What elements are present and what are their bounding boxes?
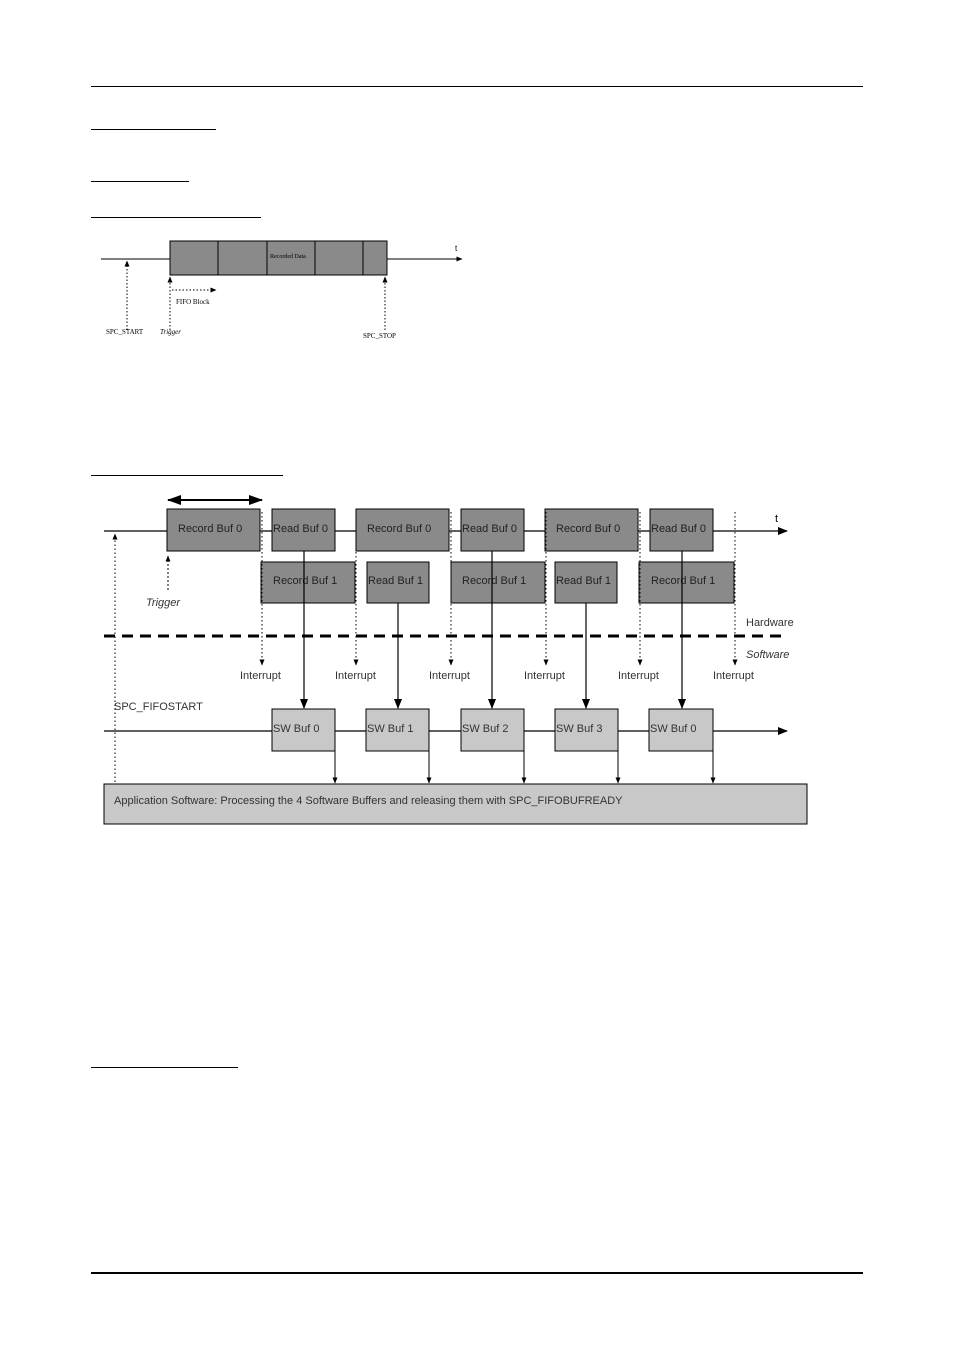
header-rule [91, 86, 863, 87]
sw-buf-0-box [271, 708, 336, 752]
record-buf-0-label-2: Record Buf 0 [367, 523, 431, 535]
fifo-block-label: FIFO Block [176, 298, 210, 306]
read-buf-1-label-2: Read Buf 1 [556, 575, 611, 587]
fifostart-label: SPC_FIFOSTART [114, 701, 203, 713]
record-buf-1-label-3: Record Buf 1 [651, 575, 715, 587]
sw-buf-2-label: SW Buf 2 [462, 723, 508, 735]
read-buf-0-label-2: Read Buf 0 [462, 523, 517, 535]
hardware-label: Hardware [746, 617, 794, 629]
record-buf-0-label: Record Buf 0 [178, 523, 242, 535]
sw-buf-1-box [365, 708, 430, 752]
recorded-data-box [169, 240, 388, 276]
sw-buf-0-label-2: SW Buf 0 [650, 723, 696, 735]
record-buf-1-label-1: Record Buf 1 [273, 575, 337, 587]
record-buf-0-box [166, 508, 261, 552]
application-software-box [103, 783, 808, 825]
small-axis-label: t [455, 244, 458, 253]
read-buf-0-box-2 [460, 508, 525, 552]
interrupt-label-1: Interrupt [240, 670, 281, 682]
fifo-mode-diagram: t Record Buf 0 Read Buf 0 Record Buf 0 R… [103, 495, 808, 825]
sw-buf-0-label: SW Buf 0 [273, 723, 319, 735]
interrupt-label-3: Interrupt [429, 670, 470, 682]
record-buf-1-box-3 [638, 561, 735, 604]
record-buf-0-box-3 [544, 508, 639, 552]
sw-buf-3-box [554, 708, 619, 752]
heading-underline-5 [91, 1067, 238, 1068]
heading-underline-4 [91, 475, 283, 476]
heading-underline-2 [91, 181, 189, 182]
record-buf-0-label-3: Record Buf 0 [556, 523, 620, 535]
sw-buf-3-label: SW Buf 3 [556, 723, 602, 735]
software-label: Software [746, 649, 789, 661]
trigger-label-small: Trigger [160, 328, 181, 336]
record-buf-1-label-2: Record Buf 1 [462, 575, 526, 587]
heading-underline-3 [91, 217, 261, 218]
read-buf-0-label-3: Read Buf 0 [651, 523, 706, 535]
application-software-label: Application Software: Processing the 4 S… [114, 795, 623, 807]
interrupt-label-2: Interrupt [335, 670, 376, 682]
spc-stop-label: SPC_STOP [363, 332, 396, 340]
trigger-label-fifo: Trigger [146, 597, 181, 609]
heading-underline-1 [91, 129, 216, 130]
read-buf-1-box-2 [554, 561, 618, 604]
recorded-data-label: Recorded Data [270, 254, 306, 260]
sw-buf-0-box-2 [648, 708, 714, 752]
record-buf-1-box-2 [450, 561, 546, 604]
interrupt-label-5: Interrupt [618, 670, 659, 682]
read-buf-0-label-1: Read Buf 0 [273, 523, 328, 535]
standard-mode-diagram: t Recorded Data SPC_START Trigger FIFO B… [101, 240, 463, 340]
record-buf-1-box-1 [260, 561, 356, 604]
sw-buf-2-box [460, 708, 525, 752]
interrupt-label-4: Interrupt [524, 670, 565, 682]
interrupt-label-6: Interrupt [713, 670, 754, 682]
read-buf-1-box-1 [366, 561, 430, 604]
fifo-axis-label: t [775, 513, 778, 525]
footer-rule [91, 1272, 863, 1274]
spc-start-label: SPC_START [106, 328, 144, 336]
record-buf-0-box-2 [355, 508, 450, 552]
read-buf-1-label-1: Read Buf 1 [368, 575, 423, 587]
sw-buf-1-label: SW Buf 1 [367, 723, 413, 735]
read-buf-0-box-1 [271, 508, 336, 552]
